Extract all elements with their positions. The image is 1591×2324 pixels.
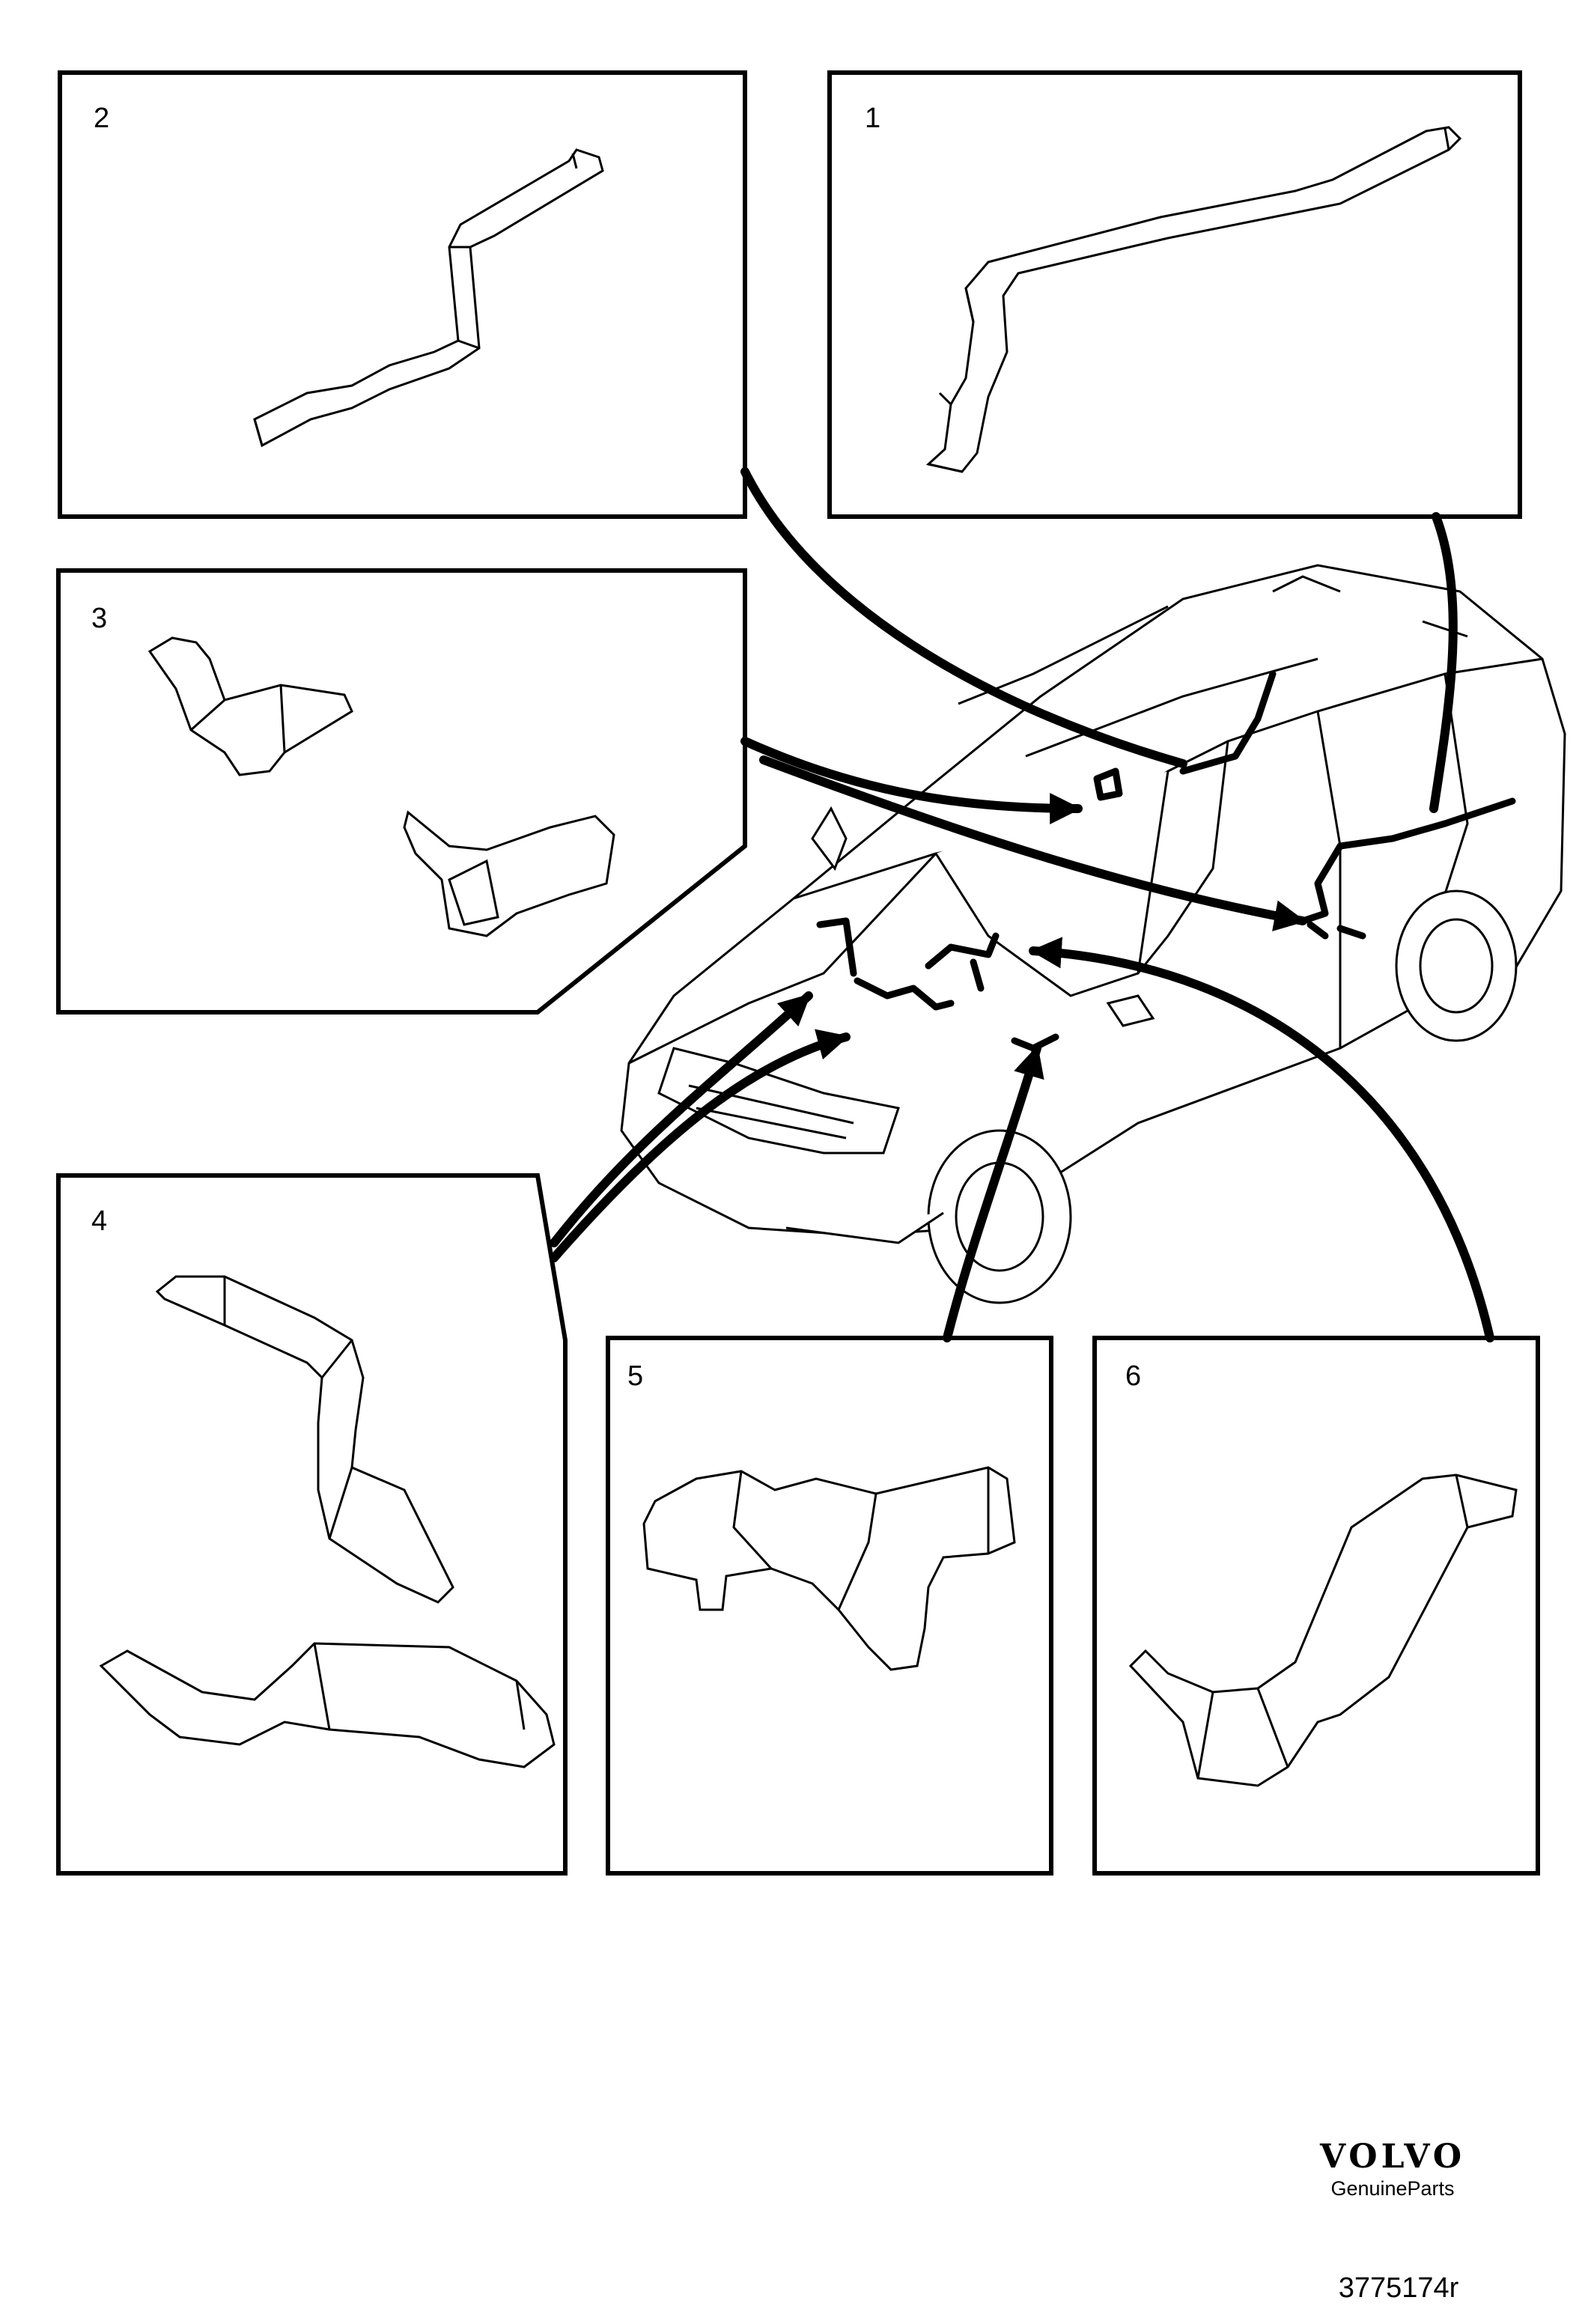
- panel-5-number: 5: [627, 1360, 644, 1392]
- leader-lines: [550, 467, 1494, 1342]
- panel-4-frame: [56, 1173, 568, 1876]
- part-6-duct: [1128, 1473, 1518, 1787]
- panel-2-number: 2: [94, 103, 110, 134]
- brand-name: VOLVO: [1319, 2138, 1466, 2176]
- panel-5-frame: [606, 1336, 1053, 1876]
- panel-6-frame: [1092, 1336, 1540, 1876]
- brand-logo: VOLVO GenuineParts: [1306, 2138, 1479, 2200]
- panel-1-frame: [827, 70, 1522, 519]
- panel-1-number: 1: [865, 103, 881, 134]
- part-5-duct: [642, 1466, 1016, 1671]
- panel-2-frame: [58, 70, 747, 519]
- part-2-duct: [253, 148, 604, 448]
- part-1-duct: [925, 126, 1462, 473]
- part-3-ducts: [147, 636, 615, 937]
- part-4-ducts: [99, 1275, 556, 1768]
- panel-6-number: 6: [1125, 1360, 1142, 1392]
- panel-3-number: 3: [91, 603, 108, 634]
- vehicle-duct-highlights: [816, 670, 1516, 1052]
- panel-4-number: 4: [91, 1205, 108, 1237]
- panel-3-frame: [56, 568, 747, 1015]
- brand-subtitle: GenuineParts: [1330, 2177, 1455, 2200]
- vehicle: [620, 564, 1566, 1304]
- reference-code: 3775174r: [1338, 2272, 1459, 2304]
